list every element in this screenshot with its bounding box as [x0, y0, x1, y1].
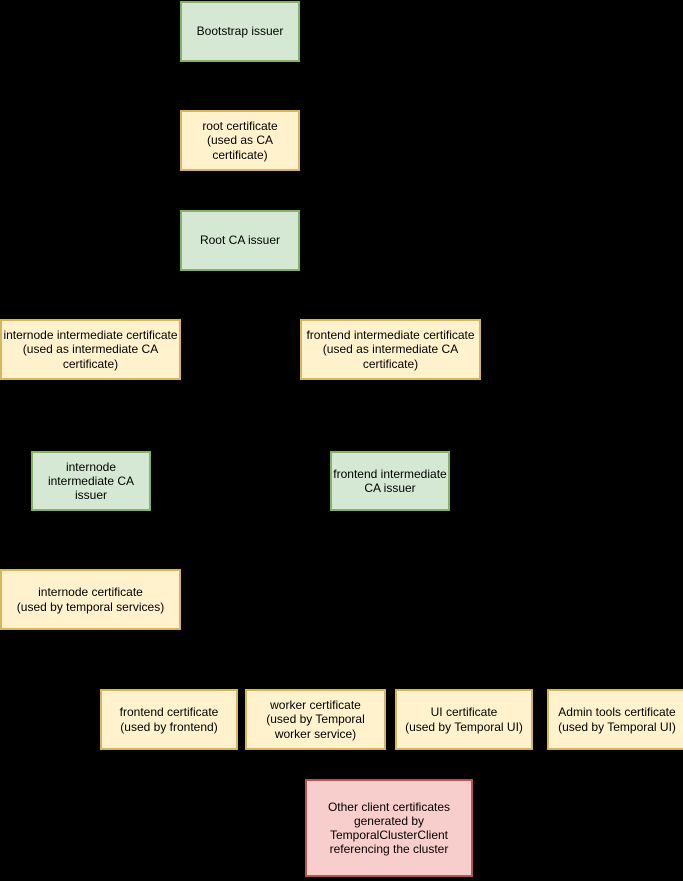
node-label: frontend intermediate certificate (used …: [306, 328, 475, 371]
node-frontend-certificate: frontend certificate (used by frontend): [100, 689, 238, 750]
node-label: frontend certificate (used by frontend): [119, 705, 219, 734]
node-root-ca-issuer: Root CA issuer: [180, 210, 300, 271]
node-label: internode certificate (used by temporal …: [16, 585, 165, 614]
node-internode-certificate: internode certificate (used by temporal …: [0, 569, 181, 630]
node-internode-intermediate-ca-issuer: internode intermediate CA issuer: [31, 451, 151, 511]
node-bootstrap-issuer: Bootstrap issuer: [180, 1, 300, 62]
node-ui-certificate: UI certificate (used by Temporal UI): [395, 689, 533, 750]
node-frontend-intermediate-certificate: frontend intermediate certificate (used …: [300, 319, 481, 380]
node-label: Bootstrap issuer: [196, 24, 284, 39]
node-other-client-certificates: Other client certificates generated by T…: [305, 779, 473, 877]
node-label: Root CA issuer: [199, 233, 281, 248]
node-internode-intermediate-certificate: internode intermediate certificate (used…: [0, 319, 181, 380]
node-frontend-intermediate-ca-issuer: frontend intermediate CA issuer: [330, 451, 450, 511]
node-worker-certificate: worker certificate (used by Temporal wor…: [245, 689, 386, 750]
node-label: Other client certificates generated by T…: [327, 799, 451, 857]
node-label: internode intermediate certificate (used…: [3, 328, 178, 371]
node-label: root certificate (used as CA certificate…: [202, 119, 278, 162]
node-label: Admin tools certificate (used by Tempora…: [558, 705, 676, 734]
node-admin-tools-certificate: Admin tools certificate (used by Tempora…: [547, 689, 683, 750]
node-label: worker certificate (used by Temporal wor…: [266, 698, 365, 741]
node-label: UI certificate (used by Temporal UI): [405, 705, 523, 734]
node-label: internode intermediate CA issuer: [47, 459, 135, 503]
node-label: frontend intermediate CA issuer: [333, 466, 447, 495]
node-root-certificate: root certificate (used as CA certificate…: [180, 110, 300, 171]
